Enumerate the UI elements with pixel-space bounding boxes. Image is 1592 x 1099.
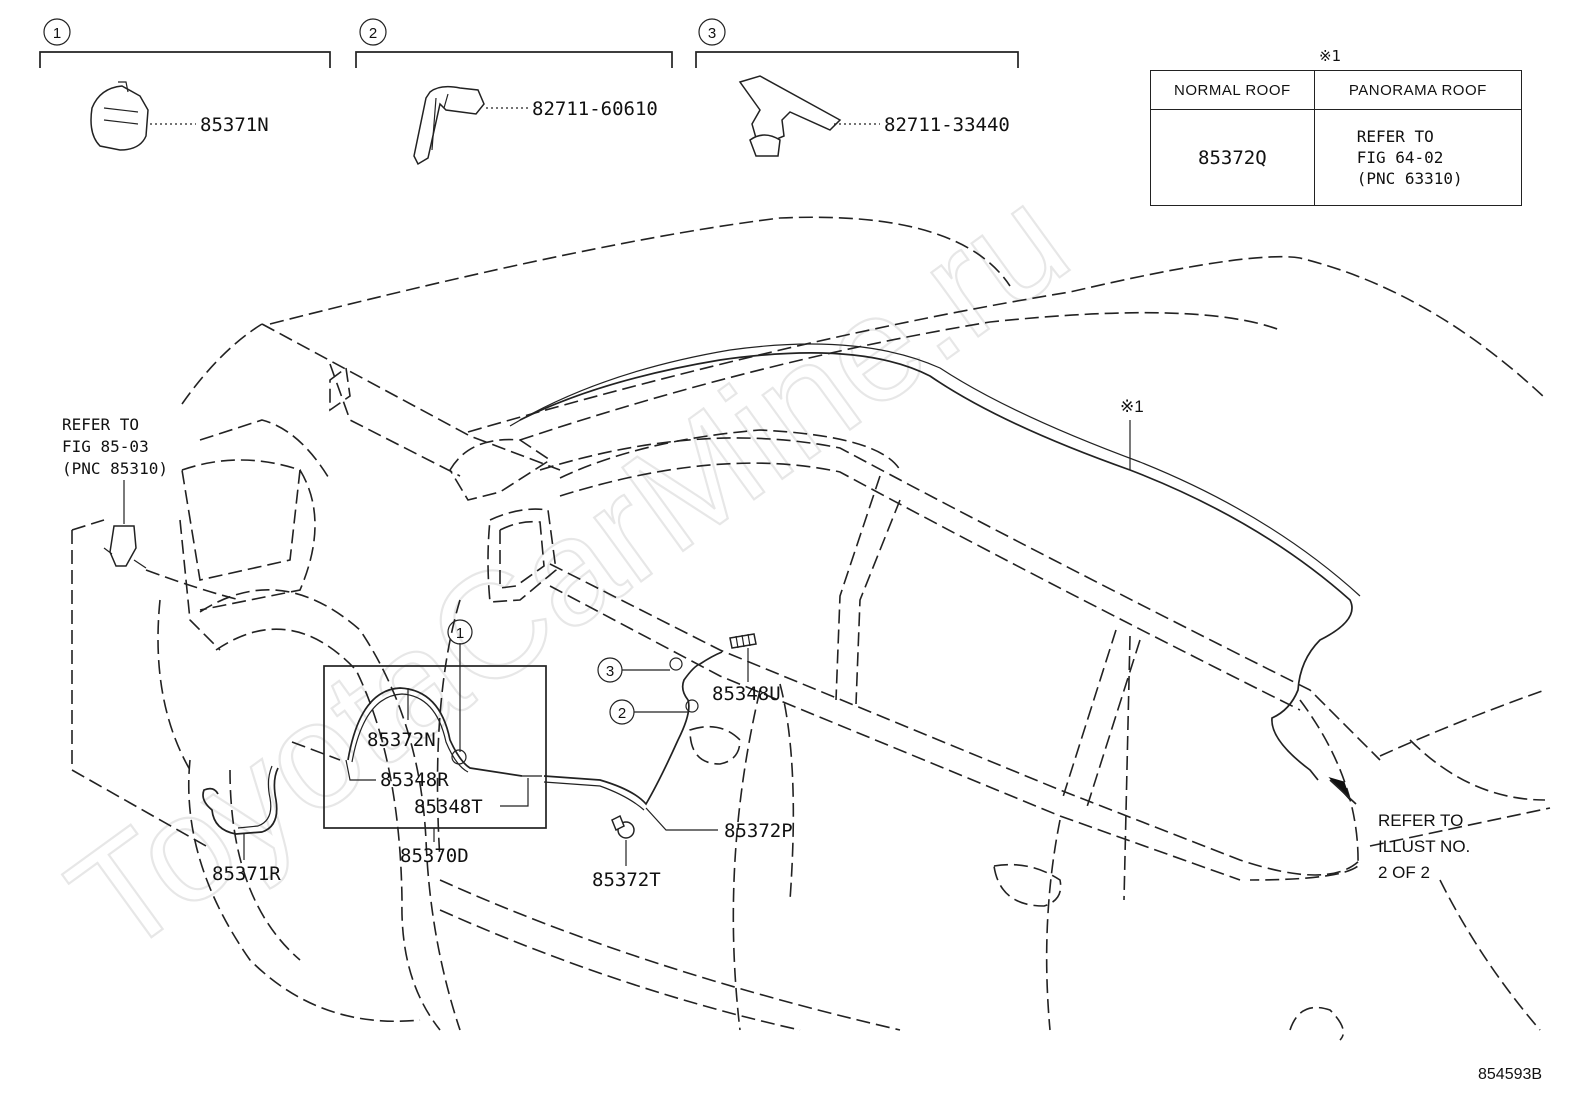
panorama-roof-header: PANORAMA ROOF — [1313, 70, 1523, 110]
hose-85372P — [543, 651, 723, 811]
label-85372P: 85372P — [724, 820, 793, 842]
refer-illust-line2: ILLUST NO. — [1378, 837, 1470, 856]
label-85348R: 85348R — [380, 769, 449, 791]
callout-1-number: 1 — [456, 625, 464, 642]
callout-3-number: 3 — [606, 663, 614, 680]
label-85371R: 85371R — [212, 863, 281, 885]
car-body-outline — [157, 216, 1546, 1041]
header-group-1: 1 85371N — [39, 18, 331, 151]
hose-assembly-box — [323, 665, 547, 829]
hose-clamp-part-icon — [413, 85, 485, 166]
panorama-refer-line1: REFER TO — [1356, 127, 1434, 146]
refer-fig-line2: FIG 85-03 — [62, 437, 149, 456]
roof-type-table: NORMAL ROOF PANORAMA ROOF 85372Q REFER T… — [1150, 70, 1523, 206]
group-2-number: 2 — [369, 25, 377, 42]
roof-note-mark: ※1 — [1120, 397, 1144, 416]
washer-pump-icon — [103, 525, 147, 569]
header-group-2: 2 82711-60610 — [355, 18, 673, 166]
label-85348U: 85348U — [712, 683, 781, 705]
label-85370D: 85370D — [400, 845, 469, 867]
panorama-roof-refer: REFER TO FIG 64-02 (PNC 63310) — [1313, 109, 1523, 206]
washer-nozzle-part-icon — [90, 81, 149, 151]
clip-part-icon — [738, 75, 842, 157]
roof-washer-hose — [509, 343, 1361, 781]
header-group-3: 3 82711-33440 — [695, 18, 1019, 157]
hose-85372N — [347, 687, 523, 777]
label-85372N: 85372N — [367, 729, 436, 751]
refer-fig-line3: (PNC 85310) — [62, 459, 168, 478]
refer-illust-line1: REFER TO — [1378, 811, 1463, 830]
group-1-part-number: 85371N — [200, 114, 269, 136]
clip-85372T-icon — [611, 814, 635, 839]
panorama-refer-line3: (PNC 63310) — [1356, 169, 1463, 188]
label-85372T: 85372T — [592, 869, 661, 891]
callout-2-number: 2 — [618, 705, 626, 722]
group-2-part-number: 82711-60610 — [532, 98, 658, 120]
group-1-number: 1 — [53, 25, 61, 42]
connector-85348U-icon — [729, 633, 757, 649]
normal-roof-header: NORMAL ROOF — [1150, 70, 1315, 110]
panorama-refer-line2: FIG 64-02 — [1356, 148, 1444, 167]
group-3-number: 3 — [708, 25, 716, 42]
refer-fig-line1: REFER TO — [62, 415, 139, 434]
normal-roof-part: 85372Q — [1150, 109, 1315, 206]
diagram-id: 854593B — [1478, 1066, 1542, 1083]
refer-illust-line3: 2 OF 2 — [1378, 863, 1430, 882]
group-3-part-number: 82711-33440 — [884, 114, 1010, 136]
table-note-mark: ※1 — [1319, 47, 1342, 65]
label-85348T: 85348T — [414, 796, 483, 818]
hose-85371R — [202, 765, 279, 835]
